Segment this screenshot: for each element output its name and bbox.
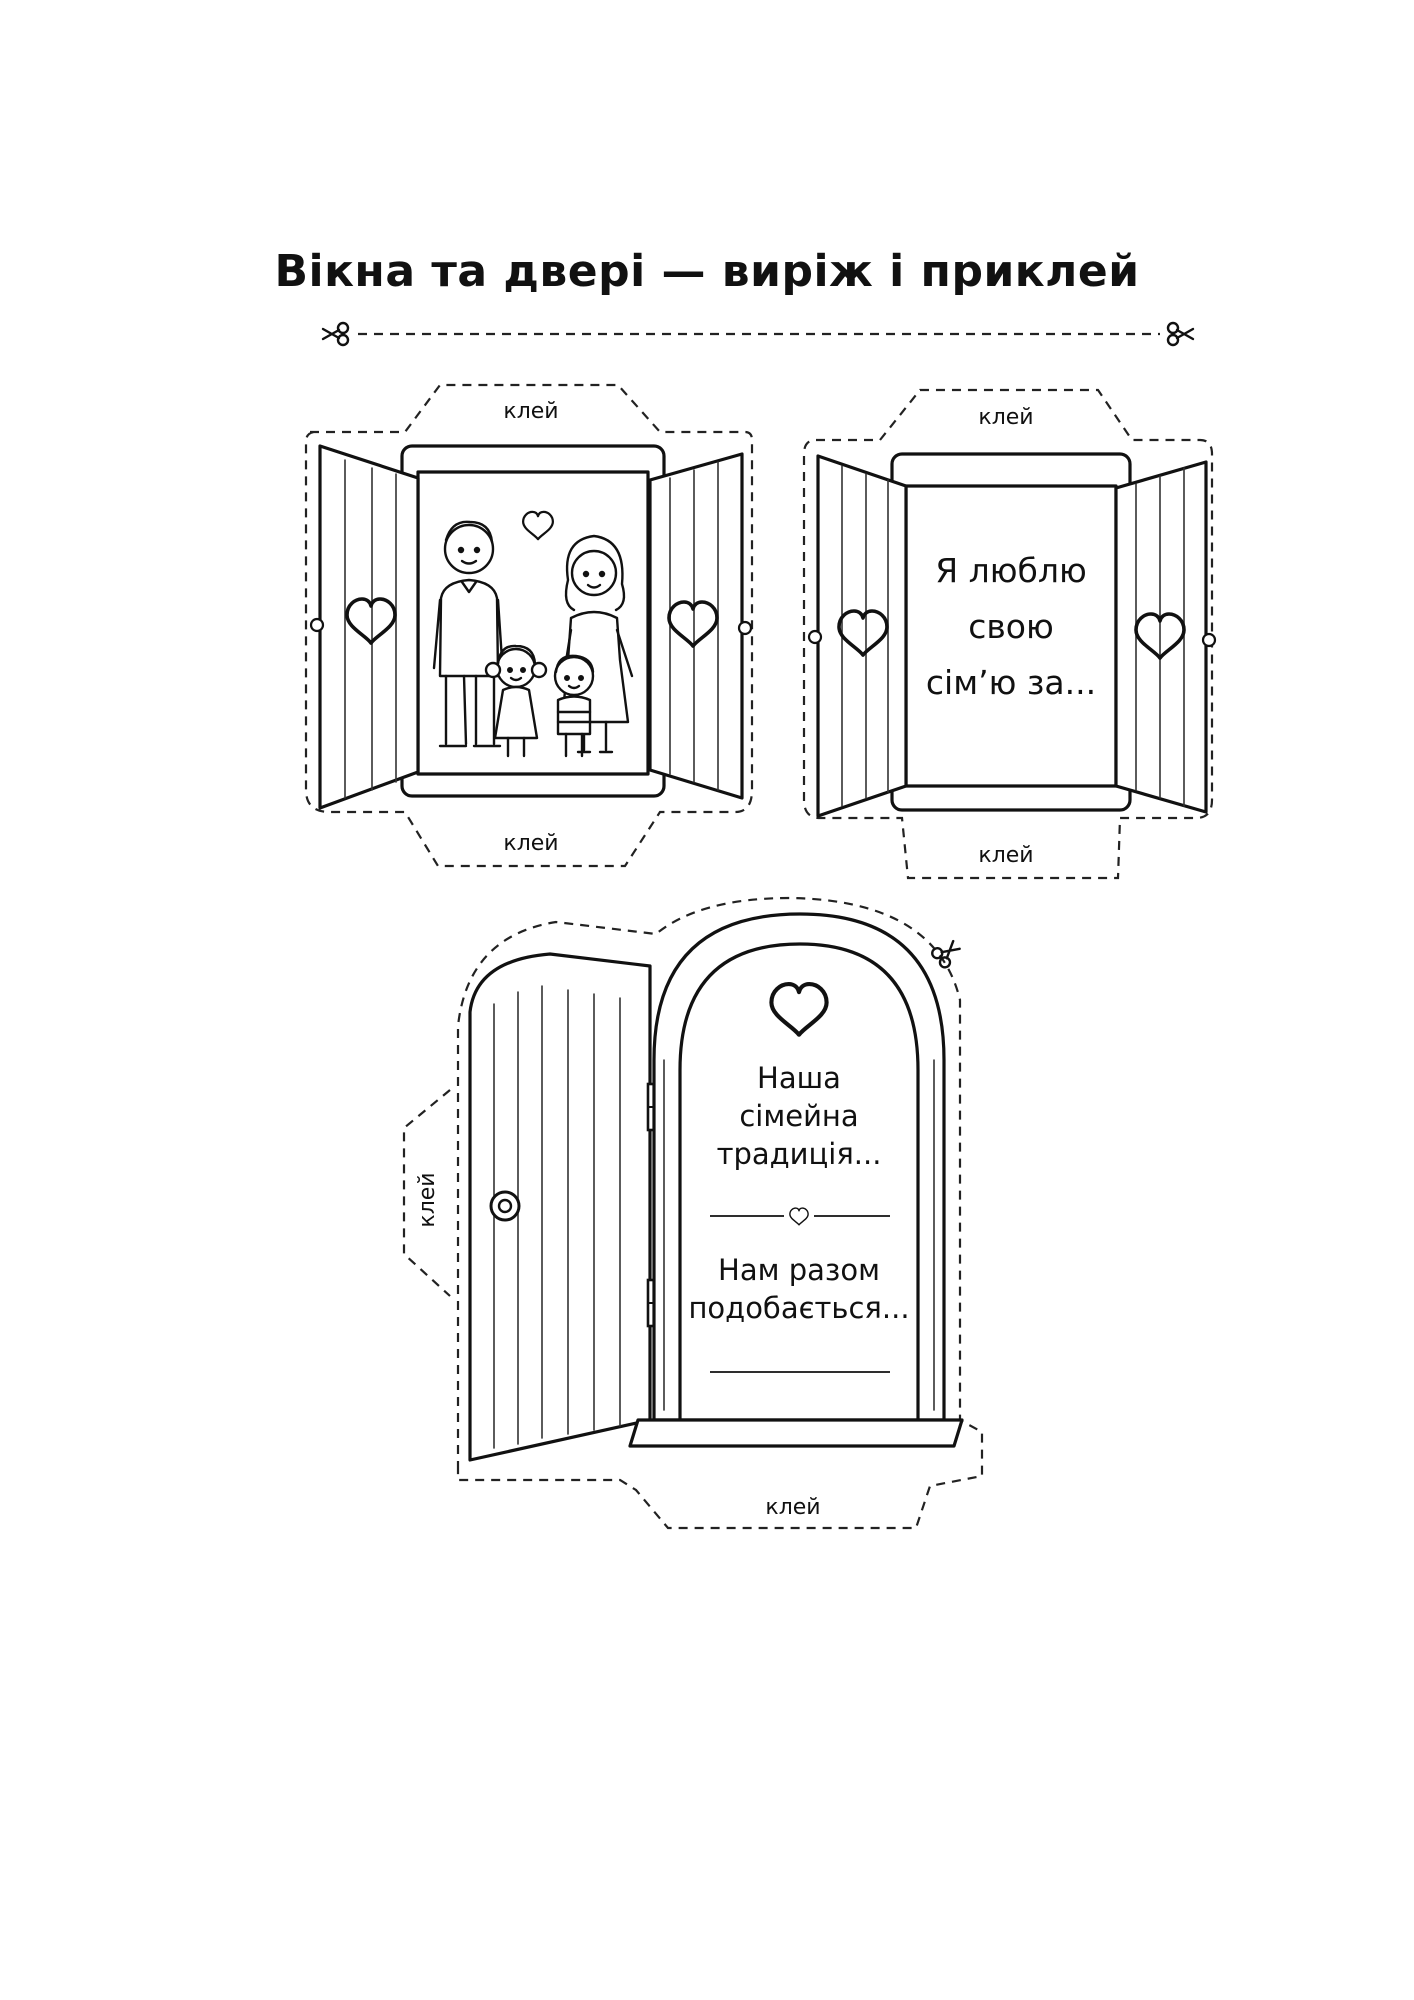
scissors-icon bbox=[321, 321, 350, 347]
scissors-icon bbox=[1166, 321, 1195, 347]
left-shutter bbox=[816, 454, 908, 818]
door-text1-line2: сімейна bbox=[739, 1099, 858, 1133]
door-opening bbox=[678, 942, 920, 1422]
scissors-icon bbox=[929, 935, 965, 971]
door-frame bbox=[652, 912, 946, 1422]
top-cut-line bbox=[321, 321, 1195, 347]
divider bbox=[710, 1207, 890, 1226]
glue-label-bottom: клей bbox=[765, 1495, 820, 1520]
window-text-line2: свою bbox=[968, 607, 1054, 646]
side-glue-tab bbox=[402, 1089, 451, 1297]
door-threshold bbox=[628, 1418, 964, 1448]
family-illustration bbox=[432, 510, 634, 758]
window-left-cut-outline bbox=[304, 383, 754, 868]
glue-label-top: клей bbox=[503, 399, 558, 424]
page-title: Вікна та двері — виріж і приклей bbox=[274, 246, 1140, 297]
window-left: клей клей bbox=[304, 383, 754, 868]
glue-label-bottom: клей bbox=[978, 843, 1033, 868]
door-cut-outline bbox=[456, 896, 984, 1530]
door-text2-line2: подобається... bbox=[688, 1291, 909, 1325]
window-text-line1: Я люблю bbox=[935, 551, 1087, 590]
window-text-line3: сім’ю за... bbox=[926, 663, 1096, 702]
window-right: клей клей Я люблю свою сім’ю за... bbox=[802, 388, 1217, 880]
glue-label-top: клей bbox=[978, 405, 1033, 430]
door-text1-line3: традиція... bbox=[717, 1137, 882, 1171]
right-shutter bbox=[648, 452, 744, 800]
door-piece: клей клей Наша сімейна традиція... Нам р… bbox=[402, 896, 984, 1530]
door-text2-line1: Нам разом bbox=[718, 1253, 880, 1287]
glue-label-side: клей bbox=[415, 1172, 440, 1227]
door-text1-line1: Наша bbox=[757, 1061, 841, 1095]
knob-icon bbox=[489, 1190, 521, 1222]
right-shutter bbox=[1114, 460, 1208, 814]
door-leaf bbox=[468, 952, 652, 1462]
left-shutter bbox=[318, 444, 420, 810]
glue-label-bottom: клей bbox=[503, 831, 558, 856]
